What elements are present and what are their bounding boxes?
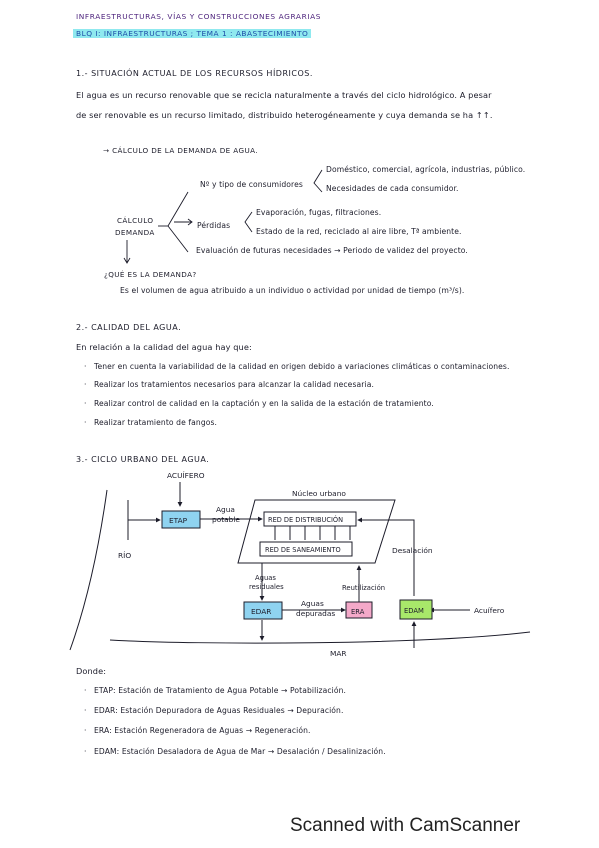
branch-consumers: Nº y tipo de consumidores	[200, 180, 303, 189]
label-urban-core: Núcleo urbano	[292, 489, 346, 498]
label-river: RÍO	[118, 551, 131, 560]
distribution-drops	[274, 526, 351, 540]
section1-heading: 1.- SITUACIÓN ACTUAL DE LOS RECURSOS HÍD…	[76, 69, 313, 78]
branch-future-needs: Evaluación de futuras necesidades → Peri…	[196, 246, 468, 255]
label-era: ERA	[351, 608, 365, 616]
sanitation-network-box	[259, 541, 353, 557]
legend-era: ·ERA: Estación Regeneradora de Aguas → R…	[84, 726, 311, 735]
label-aquifer-top: ACUÍFERO	[167, 471, 205, 480]
bullet-dot: ·	[84, 726, 87, 735]
label-etap: ETAP	[169, 516, 188, 525]
section2-intro: En relación a la calidad del agua hay qu…	[76, 342, 252, 352]
arrow-to-question	[123, 240, 131, 264]
bullet-dot: ·	[84, 380, 87, 389]
bullet-dot: ·	[84, 418, 87, 427]
label-edam: EDAM	[404, 607, 424, 615]
bullet-dot: ·	[84, 399, 87, 408]
bullet-dot: ·	[84, 747, 87, 756]
demand-answer: Es el volumen de agua atribuido a un ind…	[120, 286, 465, 295]
section1-paragraph-line2: de ser renovable es un recurso limitado,…	[76, 110, 493, 120]
branch-losses-causes: Estado de la red, reciclado al aire libr…	[256, 227, 462, 236]
losses-brace	[244, 211, 253, 233]
arrow-to-losses	[174, 218, 193, 226]
label-treated-water-1: Aguas	[301, 599, 324, 608]
bullet-dot: ·	[84, 362, 87, 371]
edar-box	[243, 601, 283, 620]
legend-edam: ·EDAM: Estación Desaladora de Agua de Ma…	[84, 747, 386, 756]
label-desalination: Desalación	[392, 546, 433, 555]
legend-edar: ·EDAR: Estación Depuradora de Aguas Resi…	[84, 706, 344, 715]
branch-losses-types: Evaporación, fugas, filtraciones.	[256, 208, 382, 217]
label-aquifer-right: Acuífero	[474, 606, 505, 615]
demand-label-line1: CÁLCULO	[117, 216, 154, 225]
quality-bullet-1: ·Tener en cuenta la variabilidad de la c…	[84, 362, 510, 371]
document-title: INFRAESTRUCTURAS, VÍAS Y CONSTRUCCIONES …	[76, 12, 322, 21]
label-sanitation-network: RED DE SANEAMIENTO	[265, 546, 341, 554]
legend-heading: Donde:	[76, 666, 107, 676]
sea-line	[109, 631, 531, 644]
label-treated-water-2: depuradas	[296, 609, 335, 618]
arrow-desalination	[357, 517, 415, 596]
consumers-brace	[313, 169, 323, 193]
urban-core-box	[237, 499, 396, 564]
label-distribution-network: RED DE DISTRIBUCIÓN	[268, 515, 343, 524]
demand-label-line2: DEMANDA	[115, 228, 155, 237]
distribution-network-box	[263, 511, 357, 527]
camscanner-watermark: Scanned with CamScanner	[290, 815, 521, 836]
label-sea: MAR	[330, 649, 347, 658]
bullet-dot: ·	[84, 706, 87, 715]
bullet-dot: ·	[84, 686, 87, 695]
label-wastewater-2: residuales	[249, 583, 284, 591]
document-subtitle: BLQ I: INFRAESTRUCTURAS ; TEMA 1 : ABAST…	[73, 29, 312, 38]
branch-consumers-needs: Necesidades de cada consumidor.	[326, 184, 459, 193]
legend-etap: ·ETAP: Estación de Tratamiento de Agua P…	[84, 686, 347, 695]
river-line	[69, 489, 108, 651]
label-edar: EDAR	[251, 607, 271, 616]
etap-box	[161, 510, 201, 529]
label-drinking-water-1: Agua	[216, 505, 235, 514]
quality-bullet-3: ·Realizar control de calidad en la capta…	[84, 399, 434, 408]
era-box	[345, 601, 373, 619]
quality-bullet-2: ·Realizar los tratamientos necesarios pa…	[84, 380, 374, 389]
label-drinking-water-2: potable	[212, 515, 240, 524]
demand-question: ¿QUÉ ES LA DEMANDA?	[104, 270, 197, 279]
label-wastewater-1: Aguas	[255, 574, 276, 582]
demand-calc-heading: → CÁLCULO DE LA DEMANDA DE AGUA.	[103, 146, 258, 155]
branch-losses: Pérdidas	[197, 221, 231, 230]
quality-bullet-4: ·Realizar tratamiento de fangos.	[84, 418, 218, 427]
section1-paragraph-line1: El agua es un recurso renovable que se r…	[76, 90, 492, 100]
label-reuse: Reutilización	[342, 584, 385, 592]
section3-heading: 3.- CICLO URBANO DEL AGUA.	[76, 455, 210, 464]
edam-box	[399, 599, 433, 620]
section2-heading: 2.- CALIDAD DEL AGUA.	[76, 323, 182, 332]
branch-consumers-types: Doméstico, comercial, agrícola, industri…	[326, 165, 526, 174]
